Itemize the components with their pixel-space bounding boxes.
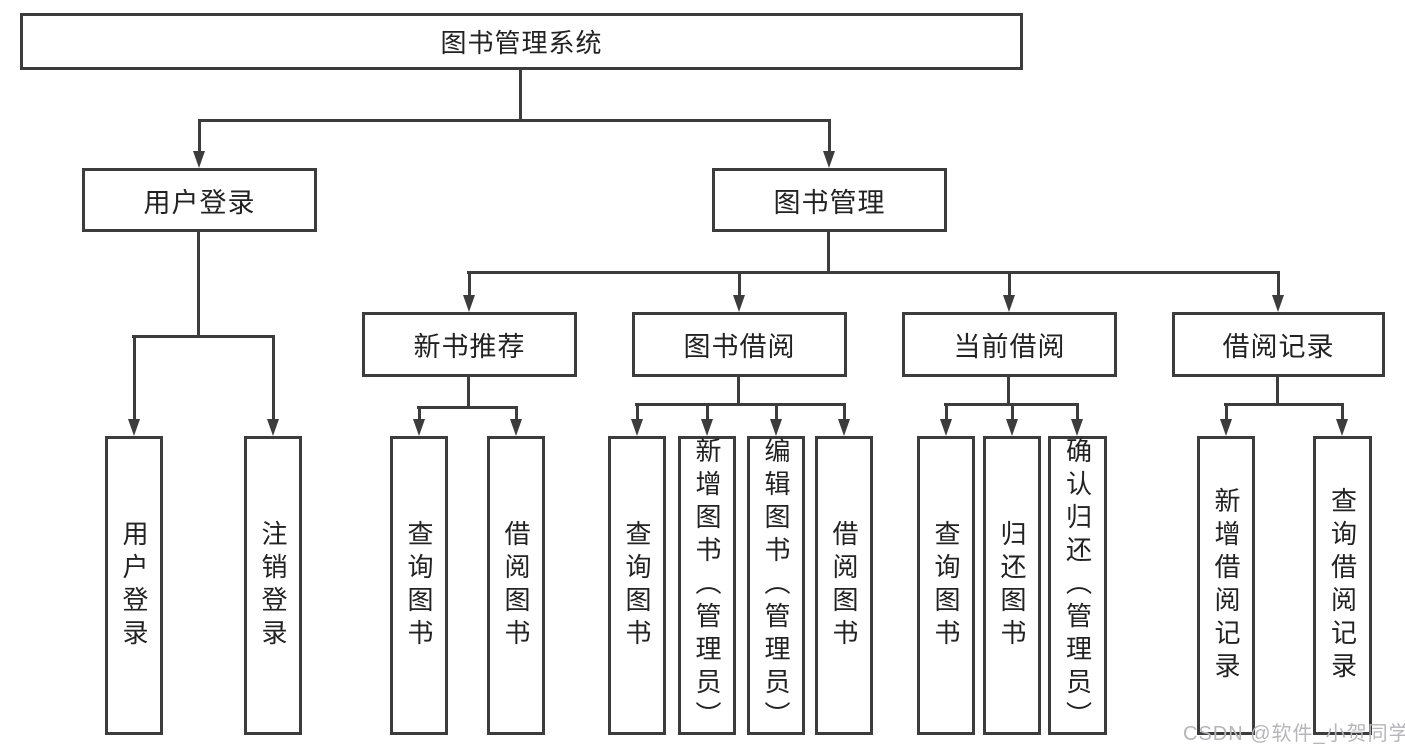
leaf-label: 借阅图书	[829, 519, 859, 652]
arrow-to-borrow-record-icon	[1272, 273, 1284, 312]
leaf-label: 注销登录	[258, 519, 288, 652]
node-leaf-return-books: 归还图书	[983, 436, 1041, 735]
leaf-label: 查询借阅记录	[1327, 486, 1358, 685]
leaf-label: 用户登录	[119, 519, 149, 652]
node-leaf-query-books-rec: 查询图书	[390, 436, 448, 735]
arrow-to-user-login-icon	[193, 120, 205, 168]
csdn-watermark: CSDN @软件_小贺同学	[1183, 723, 1405, 745]
arrow-current-borrow-child3-icon	[1071, 405, 1083, 436]
leaf-label: 借阅图书	[501, 519, 531, 652]
node-leaf-user-login: 用户登录	[105, 436, 163, 735]
node-current-borrow-label: 当前借阅	[953, 332, 1066, 362]
node-leaf-borrow-books: 借阅图书	[815, 436, 873, 735]
connector-book-borrow-rail	[635, 403, 846, 406]
connector-new-rec-rail	[417, 406, 518, 409]
leaf-label: 查询图书	[931, 519, 961, 652]
arrow-new-rec-child2-icon	[510, 408, 522, 436]
connector-current-borrow-drop	[1007, 377, 1010, 403]
node-user-login-label: 用户登录	[143, 187, 256, 218]
node-book-borrow-label: 图书借阅	[683, 332, 796, 362]
node-borrow-record: 借阅记录	[1172, 312, 1385, 377]
node-root-system: 图书管理系统	[20, 13, 1023, 70]
node-leaf-query-books-borrow: 查询图书	[608, 436, 666, 735]
node-leaf-query-books-current: 查询图书	[917, 436, 975, 735]
node-book-mgmt-branch: 图书管理	[712, 168, 947, 232]
connector-user-login-rail	[132, 335, 275, 338]
node-borrow-record-label: 借阅记录	[1222, 332, 1335, 362]
node-book-borrow: 图书借阅	[632, 312, 847, 377]
node-leaf-add-books-admin: 新增图书（管理员）	[678, 436, 736, 735]
arrow-to-login-icon	[128, 337, 140, 436]
node-leaf-logout: 注销登录	[244, 436, 302, 735]
connector-root-drop	[519, 70, 522, 119]
node-book-mgmt-label: 图书管理	[773, 187, 886, 218]
leaf-label: 新增图书（管理员）	[692, 437, 722, 734]
leaf-label: 确认归还（管理员）	[1062, 437, 1093, 734]
node-leaf-query-borrow-record: 查询借阅记录	[1313, 436, 1372, 735]
leaf-label: 新增借阅记录	[1211, 486, 1241, 685]
arrow-borrow-record-child2-icon	[1336, 405, 1348, 436]
connector-book-borrow-drop	[737, 377, 740, 403]
leaf-label: 查询图书	[404, 519, 434, 652]
node-root-label: 图书管理系统	[440, 28, 603, 58]
node-leaf-borrow-books-rec: 借阅图书	[487, 436, 545, 735]
connector-user-login-drop	[197, 232, 200, 335]
connector-book-mgmt-rail	[467, 271, 1280, 274]
node-current-borrow: 当前借阅	[902, 312, 1117, 377]
connector-new-rec-drop	[467, 377, 470, 406]
node-leaf-edit-books-admin: 编辑图书（管理员）	[747, 436, 805, 735]
arrow-borrow-record-child1-icon	[1220, 405, 1232, 436]
arrow-book-borrow-child2-icon	[701, 405, 713, 436]
node-new-book-rec-label: 新书推荐	[413, 332, 526, 362]
connector-borrow-record-rail	[1224, 403, 1344, 406]
arrow-to-current-borrow-icon	[1003, 273, 1015, 312]
leaf-label: 编辑图书（管理员）	[761, 437, 791, 734]
arrow-book-borrow-child1-icon	[631, 405, 643, 436]
arrow-book-borrow-child3-icon	[770, 405, 782, 436]
arrow-to-book-borrow-icon	[733, 273, 745, 312]
leaf-label: 查询图书	[622, 519, 652, 652]
connector-current-borrow-rail	[944, 403, 1079, 406]
arrow-book-borrow-child4-icon	[838, 405, 850, 436]
arrow-to-logout-icon	[267, 337, 279, 436]
connector-book-mgmt-drop	[827, 232, 830, 271]
connector-borrow-record-drop	[1276, 377, 1279, 403]
arrow-new-rec-child1-icon	[413, 408, 425, 436]
connector-root-rail	[198, 119, 831, 122]
arrow-to-new-rec-icon	[463, 273, 475, 312]
node-new-book-rec: 新书推荐	[362, 312, 577, 377]
arrow-current-borrow-child2-icon	[1006, 405, 1018, 436]
node-user-login-branch: 用户登录	[82, 168, 317, 232]
leaf-label: 归还图书	[997, 519, 1027, 652]
arrow-to-book-mgmt-icon	[823, 120, 835, 168]
node-leaf-confirm-return-admin: 确认归还（管理员）	[1048, 436, 1107, 735]
arrow-current-borrow-child1-icon	[940, 405, 952, 436]
node-leaf-add-borrow-record: 新增借阅记录	[1197, 436, 1255, 735]
